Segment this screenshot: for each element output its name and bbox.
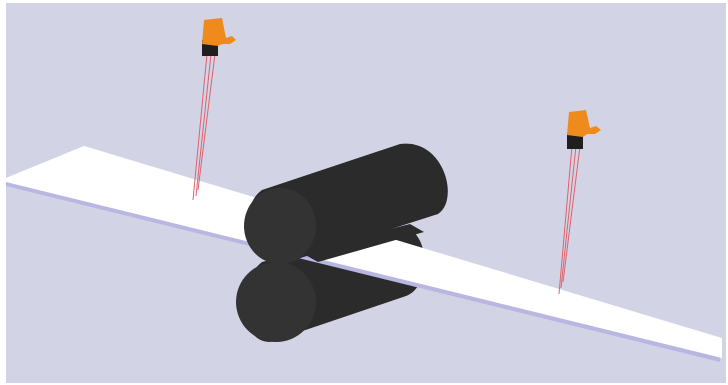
beam — [192, 53, 208, 201]
sensor-body — [202, 18, 236, 46]
beam — [560, 145, 577, 289]
sensor-body — [567, 110, 601, 137]
laser-sensor-icon — [558, 110, 601, 295]
sensor-base — [567, 133, 583, 149]
lower-roll-end-cap — [236, 262, 316, 342]
laser-sensor-icon — [192, 18, 236, 201]
left-sensor-beams — [192, 53, 216, 201]
beam — [197, 53, 216, 191]
upper-roll-end-cap — [244, 188, 316, 264]
strip-surface-fill — [6, 146, 722, 358]
beam — [195, 53, 212, 197]
right-sensor-beams — [558, 145, 581, 295]
upper-roll-shadow — [300, 224, 424, 262]
metal-strip — [6, 146, 722, 362]
beam — [562, 145, 581, 283]
upper-roll — [244, 143, 448, 264]
beam — [558, 145, 573, 295]
